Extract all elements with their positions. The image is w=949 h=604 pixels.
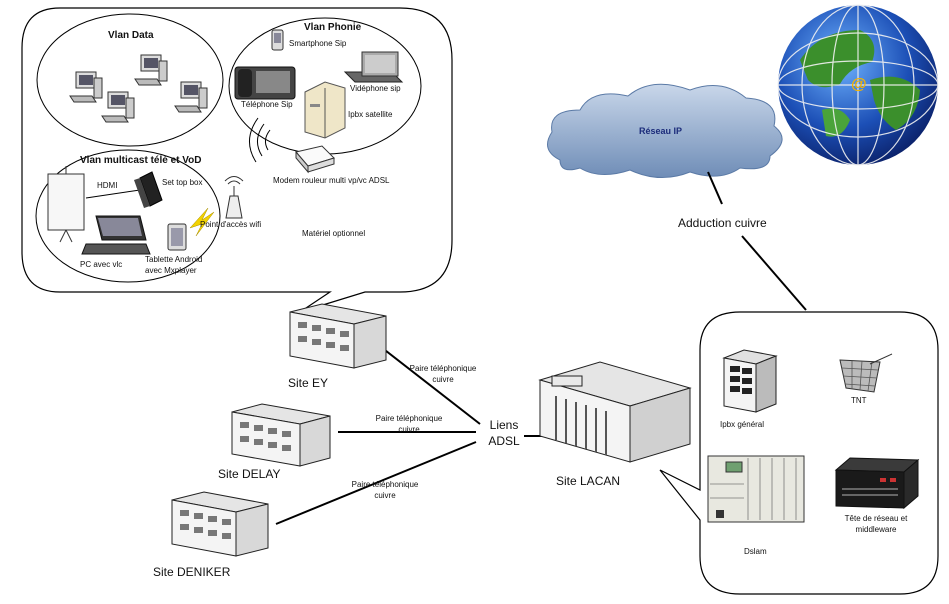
copper-pair-deniker-label-2: cuivre [374, 491, 396, 500]
set-top-box-label: Set top box [162, 178, 203, 187]
videophone-sip-label: Vidéphone sip [350, 84, 401, 93]
liens-label: Liens [489, 418, 519, 432]
copper-pair-ey-label-1: Paire téléphonique [409, 364, 477, 373]
central-site-bubble [659, 311, 939, 595]
site-deniker-label: Site DENIKER [153, 565, 231, 579]
hdmi-label: HDMI [97, 181, 118, 190]
adduction-line-cloud [707, 171, 723, 205]
building-deniker-icon [171, 491, 269, 557]
pc-vlc-label: PC avec vlc [80, 260, 123, 269]
adsl-line-deniker [275, 441, 477, 525]
copper-pair-ey-label-2: cuivre [432, 375, 454, 384]
copper-pair-delay-label-1: Paire téléphonique [375, 414, 443, 423]
laptop-icon [81, 215, 151, 255]
head-end-label-2: middleware [855, 525, 897, 534]
modem-label: Modem rouleur multi vp/vc ADSL [273, 176, 390, 185]
adduction-line-lacan [741, 235, 807, 311]
site-ey-label: Site EY [288, 376, 329, 390]
copper-pair-delay-label-2: cuivre [398, 425, 420, 434]
ipbx-satellite-label: Ipbx satellite [348, 110, 393, 119]
smartphone-sip-label: Smartphone Sip [289, 39, 347, 48]
tnt-antenna-icon [839, 353, 893, 393]
tablet-icon [167, 223, 187, 251]
ipbx-general-label: Ipbx général [720, 420, 765, 429]
dslam-label: Dslam [744, 547, 767, 556]
vlan-data-ellipse [36, 13, 224, 147]
tnt-label: TNT [851, 396, 867, 405]
desktop-computer-icon [69, 71, 103, 103]
head-end-label-1: Tête de réseau et [844, 514, 908, 523]
desktop-computer-icon [134, 54, 168, 86]
tablet-android-label: Tablette Android [145, 255, 203, 264]
wifi-lightning-icon [189, 207, 215, 237]
hdmi-cable [85, 189, 141, 199]
adsl-modem-icon [295, 145, 335, 174]
ipbx-general-server-icon [722, 349, 778, 413]
telephone-sip-label: Téléphone Sip [241, 100, 293, 109]
head-end-equipment-icon [834, 457, 920, 510]
optional-equipment-label: Matériel optionnel [302, 229, 366, 238]
vlan-multicast-ellipse [35, 149, 221, 283]
projection-screen-icon [47, 166, 85, 243]
mxplayer-label: avec Mxplayer [145, 266, 197, 275]
desktop-computer-icon [101, 91, 135, 123]
site-delay-label: Site DELAY [218, 467, 281, 481]
site-lacan-label: Site LACAN [556, 474, 621, 488]
at-sign-label: @ [851, 76, 867, 93]
wifi-access-point-icon [224, 176, 244, 219]
wifi-access-point-label: Point d'accès wifi [200, 220, 262, 229]
smartphone-icon [271, 29, 284, 51]
globe-icon [777, 4, 939, 166]
building-ey-icon [289, 303, 387, 369]
reseau-ip-label: Réseau IP [639, 126, 683, 136]
wireless-signal-icon [249, 117, 271, 163]
adduction-cuivre-label: Adduction cuivre [678, 216, 767, 230]
vlan-data-label: Vlan Data [108, 30, 154, 41]
dslam-rack-icon [707, 455, 805, 523]
building-delay-icon [231, 403, 331, 467]
vlan-phonie-label: Vlan Phonie [304, 22, 362, 33]
desktop-computer-icon [174, 81, 208, 113]
copper-pair-deniker-label-1: Paire téléphonique [351, 480, 419, 489]
adsl-line-ey [371, 339, 481, 425]
vlan-multicast-label: Vlan multicast télé et VoD [80, 155, 202, 166]
desk-phone-icon [234, 66, 296, 100]
set-top-box-icon [134, 171, 163, 208]
server-ipbx-satellite-icon [304, 81, 346, 139]
building-lacan-icon [538, 361, 692, 463]
internet-cloud-icon [547, 83, 783, 178]
videophone-icon [343, 51, 404, 83]
adsl-label: ADSL [488, 434, 520, 448]
